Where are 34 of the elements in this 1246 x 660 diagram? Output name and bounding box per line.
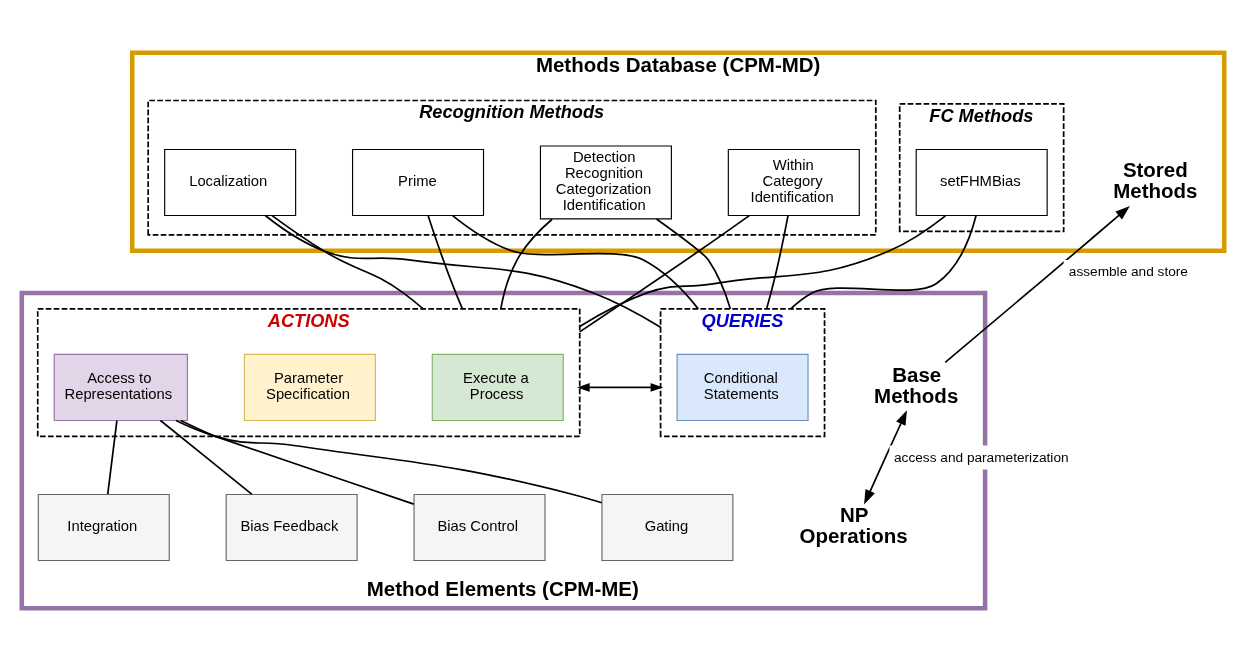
connector [106, 419, 118, 495]
connector [578, 214, 947, 327]
node-box: Parameter Specification [243, 353, 376, 421]
connector [765, 214, 789, 310]
node-box: Execute a Process [431, 353, 564, 421]
connector [789, 214, 977, 310]
arrow [944, 205, 1130, 363]
node-box: Gating [601, 493, 734, 561]
connector [159, 419, 253, 495]
node-box: Conditional Statements [676, 353, 809, 421]
node-text: Stored Methods [1113, 157, 1198, 202]
node-box: Prime [352, 148, 485, 216]
arrow [864, 409, 907, 505]
connector [427, 214, 464, 310]
node-box: Bias Control [413, 493, 546, 561]
node-box: Integration [37, 493, 170, 561]
node-text: Base Methods [874, 362, 959, 407]
connector [451, 214, 700, 310]
node-box: Access to Representations [53, 353, 189, 421]
connector [578, 214, 751, 333]
connector [499, 217, 553, 310]
node-box: Within Category Identification [727, 148, 860, 216]
node-box: setFHMBias [915, 148, 1048, 216]
node-box: Detection Recognition Categorization Identification [539, 144, 672, 219]
connector [271, 214, 425, 310]
connector [179, 419, 415, 505]
connector [264, 214, 662, 328]
arrow [577, 382, 664, 392]
connector [175, 419, 603, 504]
edge-label: assemble and store [1068, 263, 1188, 279]
connector [655, 217, 732, 310]
node-box: Localization [164, 148, 297, 216]
node-text: NP Operations [799, 502, 908, 547]
node-box: Bias Feedback [225, 493, 358, 561]
